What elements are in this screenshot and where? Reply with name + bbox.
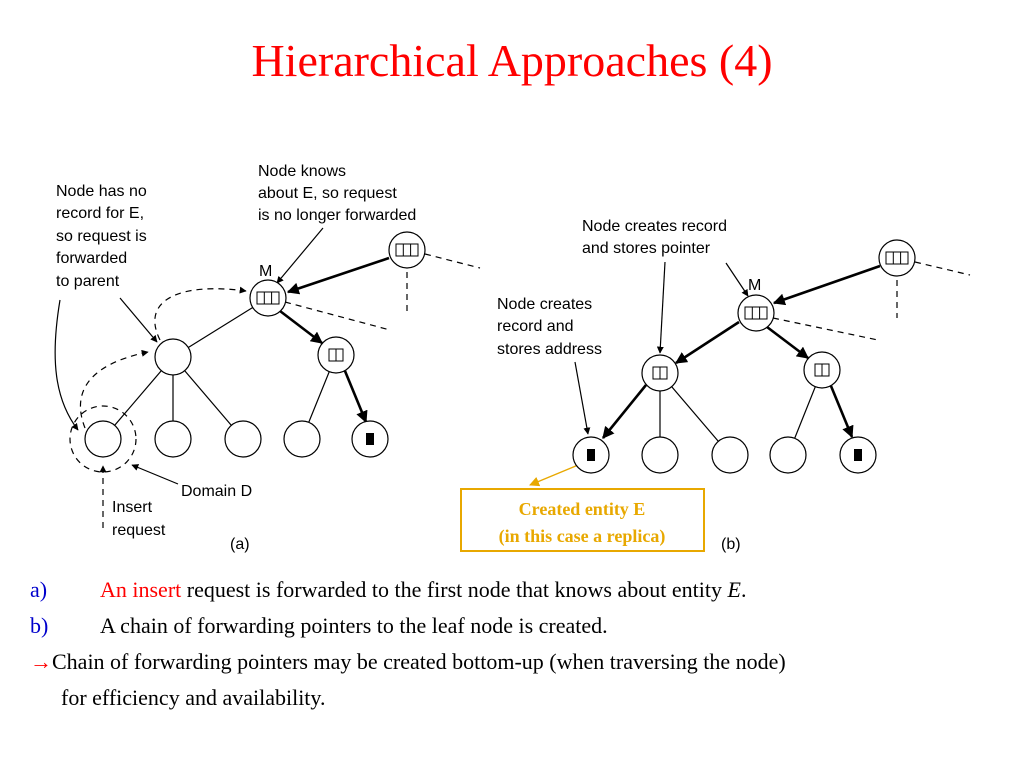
insert-request-2: request [112, 522, 166, 539]
leaf-node [154, 420, 192, 458]
label-no-record-1: Node has no [56, 183, 147, 200]
label-creates-pointer-2: and stores pointer [582, 240, 711, 257]
caption-b: (b) [721, 536, 741, 553]
bullet-b-marker: b) [30, 613, 49, 638]
label-knows-2: about E, so request [258, 185, 397, 202]
tree-node-m [249, 279, 287, 317]
label-no-record-4: forwarded [56, 250, 127, 267]
entity-record-icon [366, 433, 374, 445]
leaf-node-insert [84, 420, 122, 458]
node-m-label-b: M [748, 277, 761, 294]
replica-record-icon [587, 449, 595, 461]
bullet-c-continuation: for efficiency and availability. [61, 685, 326, 710]
record-icons-b [652, 251, 909, 380]
labels-a: Node has no record for E, so request is … [56, 163, 416, 553]
label-no-record-3: so request is [56, 228, 147, 245]
leaf-node [641, 436, 679, 474]
nodes-b [572, 239, 916, 474]
domain-label: Domain D [181, 483, 252, 500]
bullet-a-marker: a) [30, 577, 48, 602]
diagram-b: Created entity E (in this case a replica… [460, 218, 971, 553]
bullet-a-entity: E [727, 577, 741, 602]
nodes-a [84, 231, 426, 458]
bullet-b: b) A chain of forwarding pointers to the… [30, 608, 1020, 644]
label-creates-pointer-1: Node creates record [582, 218, 727, 235]
callout-line-2: (in this case a replica) [499, 526, 666, 547]
bullet-list: a) An insert request is forwarded to the… [30, 572, 1020, 716]
leaf-node [283, 420, 321, 458]
callout-line-1: Created entity E [519, 499, 646, 519]
right-arrow-icon: → [30, 649, 52, 674]
label-creates-address-2: record and [497, 318, 574, 335]
tree-node [388, 231, 426, 269]
label-creates-address-3: stores address [497, 341, 602, 358]
tree-node [154, 338, 192, 376]
label-creates-address-1: Node creates [497, 296, 592, 313]
tree-node-m [737, 294, 775, 332]
callout-box [460, 488, 705, 552]
labels-b: Node creates record and stores pointer N… [497, 218, 761, 553]
slide-title: Hierarchical Approaches (4) [251, 35, 773, 86]
tree-node [878, 239, 916, 277]
node-m-label-a: M [259, 263, 272, 280]
label-knows-1: Node knows [258, 163, 346, 180]
bullet-c-text-wrap: →Chain of forwarding pointers may be cre… [30, 644, 786, 680]
leaf-node [769, 436, 807, 474]
record-icons-a [256, 243, 419, 362]
label-knows-3: is no longer forwarded [258, 207, 416, 224]
bullet-c: →Chain of forwarding pointers may be cre… [30, 644, 1020, 680]
request-path-a [79, 286, 247, 528]
leaf-node [711, 436, 749, 474]
leader-arrows-a [54, 227, 324, 485]
callout-leader [529, 462, 584, 487]
bullet-c-cont: for efficiency and availability. [30, 680, 1020, 716]
bullet-a-highlight: An insert [100, 577, 182, 602]
bullet-a-text: An insert request is forwarded to the fi… [100, 572, 746, 608]
bullet-c-text: Chain of forwarding pointers may be crea… [52, 649, 786, 674]
bullet-a-end: . [740, 577, 747, 602]
forward-pointers-a [279, 256, 390, 424]
leader-arrows-b [574, 261, 749, 435]
bullet-a-body: request is forwarded to the first node t… [181, 577, 728, 602]
leaf-node [224, 420, 262, 458]
diagram-a: Node has no record for E, so request is … [54, 163, 481, 553]
bullet-a: a) An insert request is forwarded to the… [30, 572, 1020, 608]
domain-circle [69, 405, 137, 473]
label-no-record-5: to parent [56, 273, 120, 290]
label-no-record-2: record for E, [56, 205, 144, 222]
forward-pointers-b [601, 264, 881, 439]
insert-request-1: Insert [112, 499, 153, 516]
bullet-b-text: A chain of forwarding pointers to the le… [100, 613, 608, 638]
entity-record-icon [854, 449, 862, 461]
caption-a: (a) [230, 536, 250, 553]
